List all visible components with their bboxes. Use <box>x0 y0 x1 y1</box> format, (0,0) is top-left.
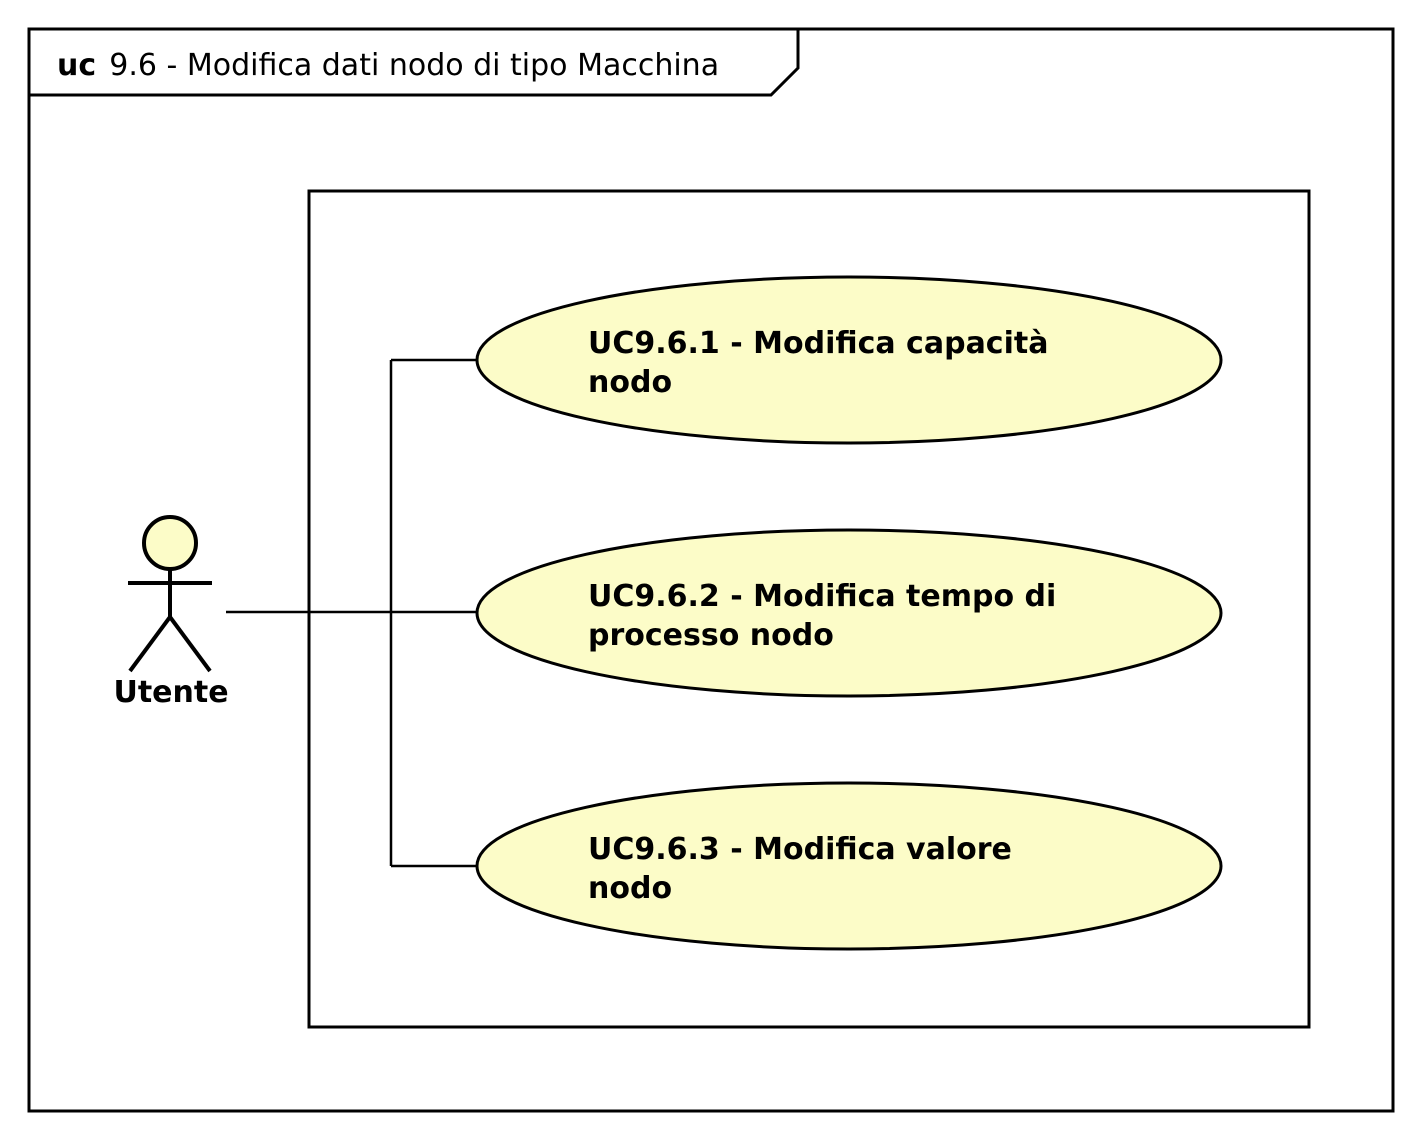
use-case-ellipse <box>475 275 1223 445</box>
use-case-uc9-6-1[interactable]: UC9.6.1 - Modifica capacità nodo <box>475 275 1223 445</box>
use-case-ellipse <box>475 528 1223 698</box>
use-case-ellipse <box>475 781 1223 951</box>
actor-head <box>142 515 198 571</box>
use-case-label: UC9.6.1 - Modifica capacità <box>588 326 1048 361</box>
use-case-label: nodo <box>588 365 672 400</box>
actor-right-leg <box>168 615 212 673</box>
actor-left-leg <box>128 615 172 673</box>
use-case-uc9-6-2[interactable]: UC9.6.2 - Modifica tempo di processo nod… <box>475 528 1223 698</box>
actor-name: Utente <box>113 675 228 710</box>
associations <box>226 358 477 868</box>
frame-title-tab <box>29 29 800 97</box>
frame-title-text: 9.6 - Modifica dati nodo di tipo Macchin… <box>109 48 719 83</box>
actor-utente[interactable]: Utente <box>113 515 229 710</box>
actor-stick-figure-icon <box>128 515 212 673</box>
frame-title: uc 9.6 - Modifica dati nodo di tipo Macc… <box>57 48 719 83</box>
use-case-label: UC9.6.3 - Modifica valore <box>588 832 1012 867</box>
uml-frame <box>27 27 1395 1113</box>
use-case-label: nodo <box>588 871 672 906</box>
use-case-uc9-6-3[interactable]: UC9.6.3 - Modifica valore nodo <box>475 781 1223 951</box>
system-boundary <box>307 189 1311 1029</box>
use-case-label: UC9.6.2 - Modifica tempo di <box>588 579 1056 614</box>
frame-keyword: uc <box>57 48 96 83</box>
use-case-label: processo nodo <box>588 618 834 653</box>
